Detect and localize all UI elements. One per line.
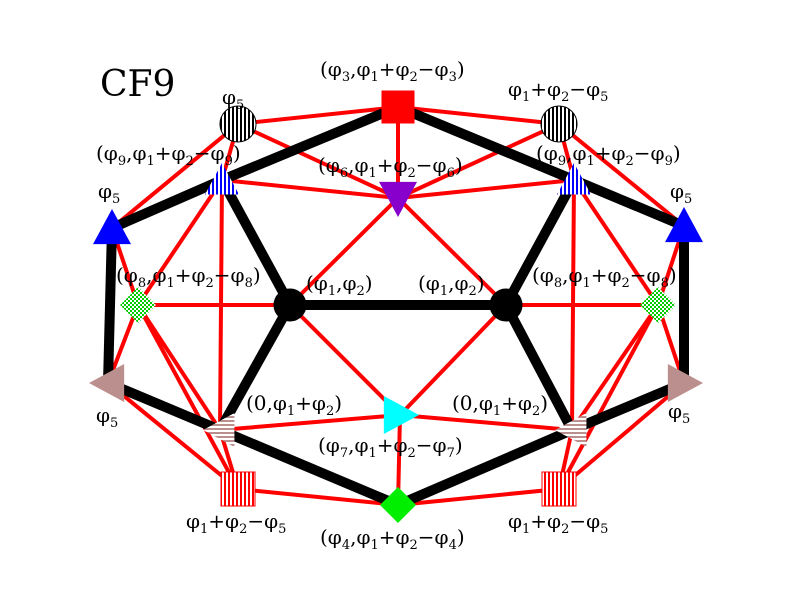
node-r-rosy [667, 364, 703, 402]
red-edge-ul-tri-ll-rosy [218, 179, 224, 431]
node-ul-tri [205, 163, 239, 195]
label-r-blue: φ5 [670, 179, 692, 207]
node-tl-circle [219, 105, 257, 143]
red-edge-r-rosy-br-sq [557, 381, 686, 491]
label-ur-tri: (φ9,φ1+φ2−φ9) [536, 141, 681, 169]
black-edge-l-blue-l-rosy [103, 223, 117, 388]
label-cyan: (φ7,φ1+φ2−φ7) [318, 433, 463, 461]
red-edge-c-left-cyan [288, 303, 402, 417]
red-edge-ll-rosy-cyan [219, 413, 401, 432]
black-edge-c-left-ll-rosy [215, 300, 295, 435]
red-edge-l-green-ll-rosy [136, 303, 222, 432]
black-edge-ur-tri-r-blue [569, 175, 689, 231]
node-tr-circle [540, 105, 578, 143]
node-c-left [273, 288, 307, 322]
node-lr-rosy [555, 413, 587, 447]
black-edge-bottom-lr-rosy [393, 425, 577, 510]
node-c-right [489, 288, 523, 322]
red-edge-ur-tri-r-green [572, 178, 660, 307]
label-r-green: (φ8,φ1+φ2−φ8) [532, 263, 677, 291]
red-edge-r-green-br-sq [557, 304, 660, 490]
label-ll-rosy: (0,φ1+φ2) [246, 391, 342, 419]
black-edge-lr-rosy-r-rosy [567, 378, 689, 435]
label-br-sq: φ1+φ2−φ5 [508, 509, 608, 537]
black-edge-top-ur-tri [393, 102, 579, 185]
red-edge-bl-sq-bottom [237, 487, 399, 507]
red-edge-tl-circle-l-blue [110, 122, 240, 230]
node-bl-sq [220, 471, 256, 507]
label-r-rosy: φ5 [668, 399, 690, 427]
black-edge-l-rosy-ll-rosy [103, 378, 225, 435]
red-edge-ur-tri-mid-purple [397, 178, 575, 200]
node-r-green [640, 287, 676, 323]
node-r-blue [665, 207, 703, 243]
black-edge-ur-tri-c-right [501, 175, 579, 310]
red-edge-r-green-lr-rosy [570, 303, 660, 432]
red-edge-l-rosy-bl-sq [106, 381, 240, 491]
node-l-rosy [89, 364, 125, 402]
node-cyan [383, 396, 419, 434]
black-edge-ul-tri-top [217, 102, 403, 185]
black-edge-ul-tri-c-left [217, 175, 295, 310]
red-edge-tl-circle-top [237, 105, 399, 126]
black-edges [103, 102, 689, 510]
node-l-blue [93, 209, 131, 245]
red-edge-mid-purple-c-left [288, 196, 400, 307]
red-edge-tr-circle-mid-purple [397, 122, 560, 200]
label-tr-circle: φ1+φ2−φ5 [508, 77, 608, 105]
node-br-sq [541, 471, 577, 507]
label-bl-sq: φ1+φ2−φ5 [186, 509, 286, 537]
node-ur-tri [557, 163, 591, 195]
node-top [381, 90, 415, 124]
red-edge-top-tr-circle [397, 105, 560, 126]
label-tl-circle: φ5 [222, 85, 244, 113]
black-edge-l-blue-ul-tri [107, 175, 227, 233]
label-top: (φ3,φ1+φ2−φ3) [320, 57, 465, 85]
node-ll-rosy [203, 413, 235, 447]
label-lr-rosy: (0,φ1+φ2) [452, 391, 548, 419]
label-l-blue: φ5 [98, 179, 120, 207]
diagram-title: CF9 [100, 64, 175, 105]
red-edge-br-sq-bottom [397, 487, 560, 507]
red-edge-mid-purple-c-right [396, 196, 508, 307]
node-mid-purple [379, 181, 417, 217]
node-l-green [120, 287, 156, 323]
red-edge-c-right-cyan [398, 303, 508, 417]
label-c-right: (φ1,φ2) [418, 271, 485, 299]
label-ul-tri: (φ9,φ1+φ2−φ9) [96, 141, 241, 169]
red-edge-tl-circle-mid-purple [237, 122, 399, 200]
nodes [89, 90, 703, 523]
label-bottom: (φ4,φ1+φ2−φ4) [320, 525, 465, 553]
red-edge-ur-tri-lr-rosy [570, 179, 576, 431]
red-edge-l-green-bl-sq [136, 304, 240, 490]
red-edge-tr-circle-r-blue [557, 122, 686, 228]
node-bottom [380, 487, 416, 523]
black-edge-ll-rosy-bottom [215, 425, 403, 510]
black-edge-c-right-lr-rosy [501, 300, 577, 435]
label-l-rosy: φ5 [96, 403, 118, 431]
label-c-left: (φ1,φ2) [306, 271, 373, 299]
label-l-green: (φ8,φ1+φ2−φ8) [116, 263, 261, 291]
red-edge-ul-tri-l-green [136, 178, 224, 307]
red-edge-ul-tri-mid-purple [221, 178, 399, 200]
label-mid-purple: (φ6,φ1+φ2−φ6) [318, 153, 463, 181]
red-edge-cyan-lr-rosy [399, 413, 573, 432]
